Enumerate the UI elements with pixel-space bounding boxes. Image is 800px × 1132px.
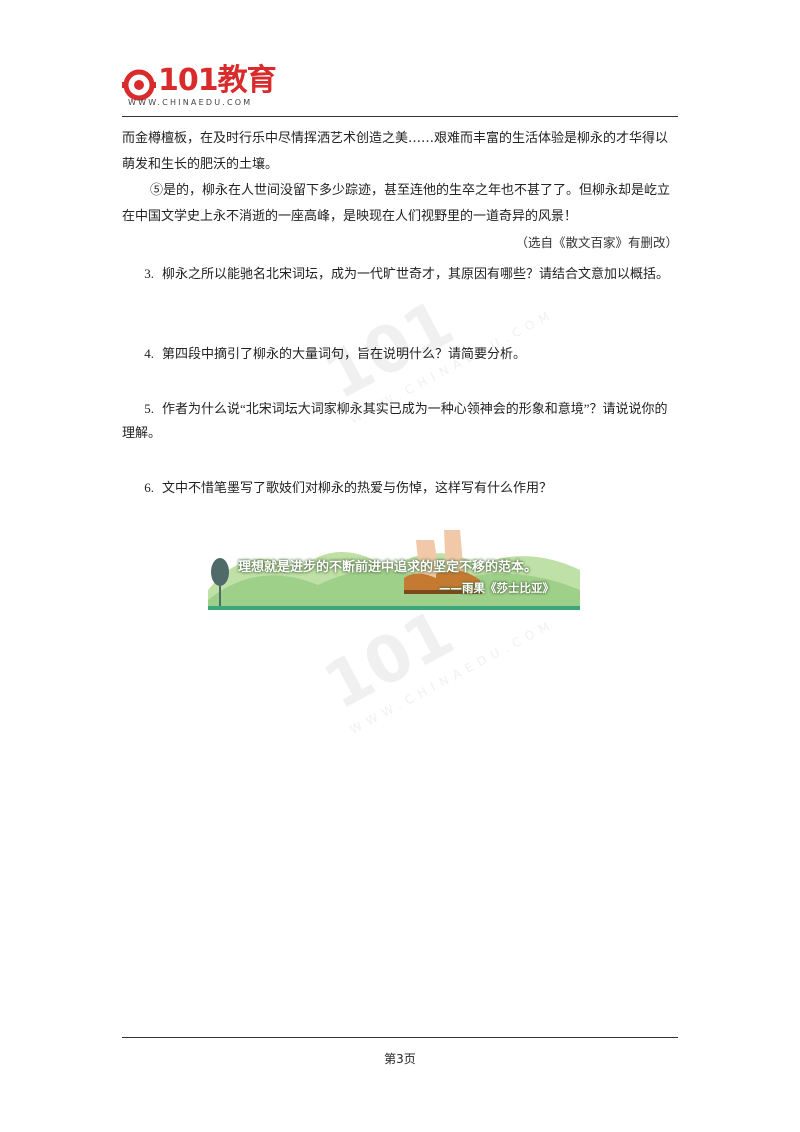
footer-divider (122, 1037, 678, 1038)
question-text: 柳永之所以能驰名北宋词坛，成为一代旷世奇才，其原因有哪些？请结合文意加以概括。 (162, 266, 670, 281)
watermark-url: WWW.CHINAEDU.COM (347, 616, 557, 737)
question-number: 5. (144, 401, 154, 416)
question-text: 文中不惜笔墨写了歌妓们对柳永的热爱与伤悼，这样写有什么作用？ (162, 480, 553, 495)
logo-cn: 教育 (217, 63, 277, 98)
question-text: 第四段中摘引了柳永的大量词句，旨在说明什么？请简要分析。 (162, 346, 527, 361)
logo-wordmark: 101教育 (158, 63, 277, 98)
question-4: 4. 第四段中摘引了柳永的大量词句，旨在说明什么？请简要分析。 (122, 342, 678, 366)
page-number: 第3页 (384, 1052, 416, 1066)
banner-author: ——雨果《莎士比亚》 (439, 581, 554, 595)
paragraph-5: ⑤是的，柳永在人世间没留下多少踪迹，甚至连他的生卒之年也不甚了了。但柳永却是屹立… (122, 183, 671, 224)
logo-ring-icon (122, 69, 156, 101)
question-number: 4. (144, 346, 154, 361)
hills-illustration (208, 530, 580, 610)
quote-banner: 理想就是进步的不断前进中追求的坚定不移的范本。 ——雨果《莎士比亚》 (208, 530, 580, 610)
question-number: 3. (144, 266, 154, 281)
question-number: 6. (144, 480, 154, 495)
source-citation: （选自《散文百家》有删改） (515, 235, 678, 250)
question-6: 6. 文中不惜笔墨写了歌妓们对柳永的热爱与伤悼，这样写有什么作用？ (122, 476, 678, 500)
question-3: 3. 柳永之所以能驰名北宋词坛，成为一代旷世奇才，其原因有哪些？请结合文意加以概括… (122, 262, 678, 286)
header-divider (122, 116, 678, 117)
logo-number: 101 (158, 63, 219, 98)
question-5: 5.作者为什么说“北宋词坛大词家柳永其实已成为一种心领神会的形象和意境”？请说说… (122, 397, 678, 445)
banner-quote: 理想就是进步的不断前进中追求的坚定不移的范本。 (238, 560, 538, 575)
question-text: 作者为什么说“北宋词坛大词家柳永其实已成为一种心领神会的形象和意境”？请说说你的… (122, 401, 668, 440)
paragraph-continued: 而金樽檀板，在及时行乐中尽情挥洒艺术创造之美……艰难而丰富的生活体验是柳永的才华… (122, 131, 669, 172)
brand-logo: 101教育 WWW.CHINAEDU.COM (122, 64, 322, 110)
logo-url: WWW.CHINAEDU.COM (128, 98, 253, 107)
